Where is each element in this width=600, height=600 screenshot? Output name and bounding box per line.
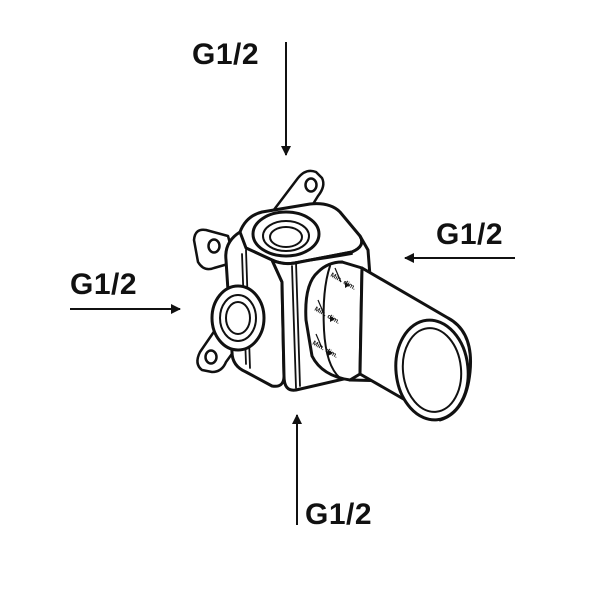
sleeve-opening [358,266,473,422]
top-port [251,210,321,258]
valve-body [192,169,473,422]
label-left-inlet: G1/2 [70,268,138,301]
label-right-inlet: G1/2 [436,218,504,251]
sleeve-collar-edge [322,265,341,379]
mounting-bracket-top-left [192,228,237,271]
label-bottom-inlet: G1/2 [305,498,373,531]
inlet-arrows [70,42,515,525]
label-top-inlet: G1/2 [192,38,260,71]
left-port [210,284,266,352]
